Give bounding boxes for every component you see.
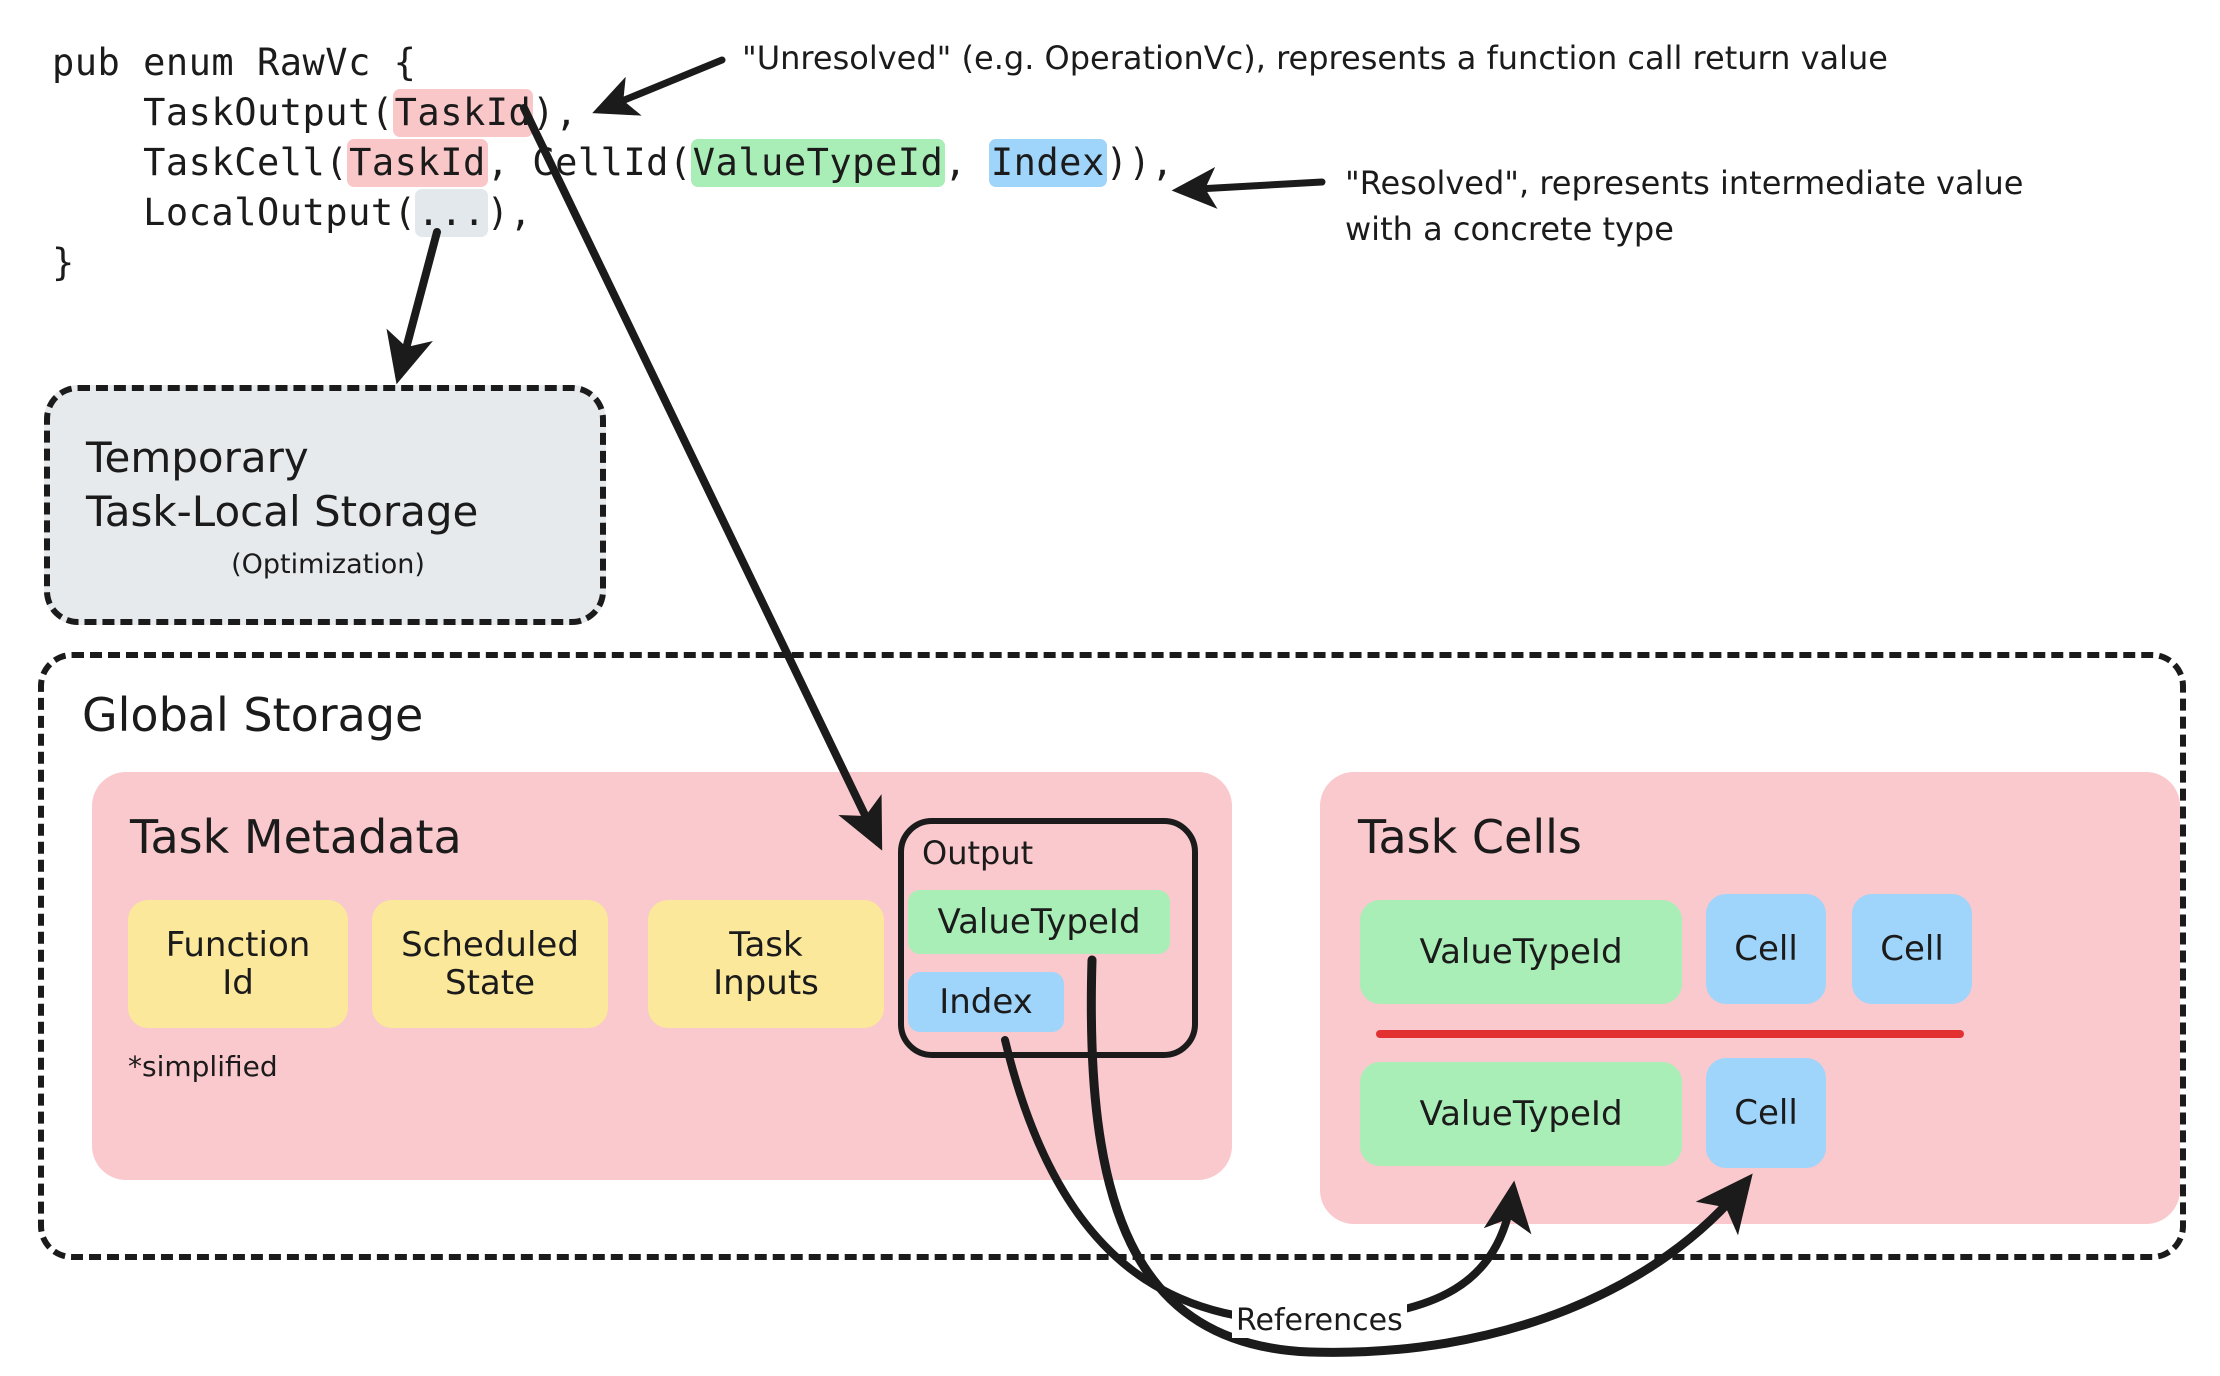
code-highlight-blue: Index: [988, 139, 1107, 187]
task-cells-row-1-value-type-id: ValueTypeId: [1360, 900, 1682, 1004]
code-text: pub enum RawVc {: [52, 41, 417, 84]
annotation-unresolved: "Unresolved" (e.g. OperationVc), represe…: [742, 39, 1888, 77]
code-highlight-grey: ...: [415, 189, 488, 237]
code-highlight-green: ValueTypeId: [690, 139, 946, 187]
code-text: TaskCell(: [52, 141, 349, 184]
code-text: ),: [532, 91, 578, 134]
temp-storage-line-1: Temporary: [86, 432, 309, 482]
temp-storage-line-2: Task-Local Storage: [86, 486, 479, 536]
code-line-4: LocalOutput(...),: [52, 188, 1174, 238]
code-text: , CellId(: [486, 141, 692, 184]
code-line-5: }: [52, 238, 1174, 288]
simplified-note: *simplified: [128, 1050, 278, 1083]
code-text: )),: [1105, 141, 1175, 184]
task-cells-row-2-cell-1: Cell: [1706, 1058, 1826, 1168]
code-text: LocalOutput(: [52, 191, 417, 234]
code-text: TaskOutput(: [52, 91, 394, 134]
code-highlight-pink: TaskId: [347, 139, 488, 187]
chip-output-value-type-id: ValueTypeId: [908, 890, 1170, 954]
task-cells-title: Task Cells: [1358, 810, 1582, 864]
output-label: Output: [922, 834, 1034, 872]
code-text: ),: [486, 191, 533, 234]
references-label: References: [1232, 1303, 1407, 1338]
code-text: ,: [944, 141, 990, 184]
task-cells-row-divider: [1376, 1030, 1964, 1038]
code-line-1: pub enum RawVc {: [52, 38, 1174, 88]
task-cells-row-1-cell-1: Cell: [1706, 894, 1826, 1004]
annotation-resolved: "Resolved", represents intermediate valu…: [1345, 164, 2024, 248]
code-text: }: [52, 241, 75, 284]
global-storage-title: Global Storage: [82, 688, 424, 742]
task-cells-row-1-cell-2: Cell: [1852, 894, 1972, 1004]
code-line-2: TaskOutput(TaskId),: [52, 88, 1174, 138]
task-cells-row-2-value-type-id: ValueTypeId: [1360, 1062, 1682, 1166]
temporary-task-local-storage-box: Temporary Task-Local Storage (Optimizati…: [44, 385, 606, 625]
arrow-resolved-to-taskcell: [1171, 166, 1326, 209]
code-line-3: TaskCell(TaskId, CellId(ValueTypeId, Ind…: [52, 138, 1174, 188]
temp-storage-subtitle: (Optimization): [231, 548, 425, 580]
code-highlight-pink: TaskId: [392, 89, 534, 137]
task-metadata-title: Task Metadata: [130, 810, 462, 864]
chip-output-index: Index: [908, 972, 1064, 1032]
